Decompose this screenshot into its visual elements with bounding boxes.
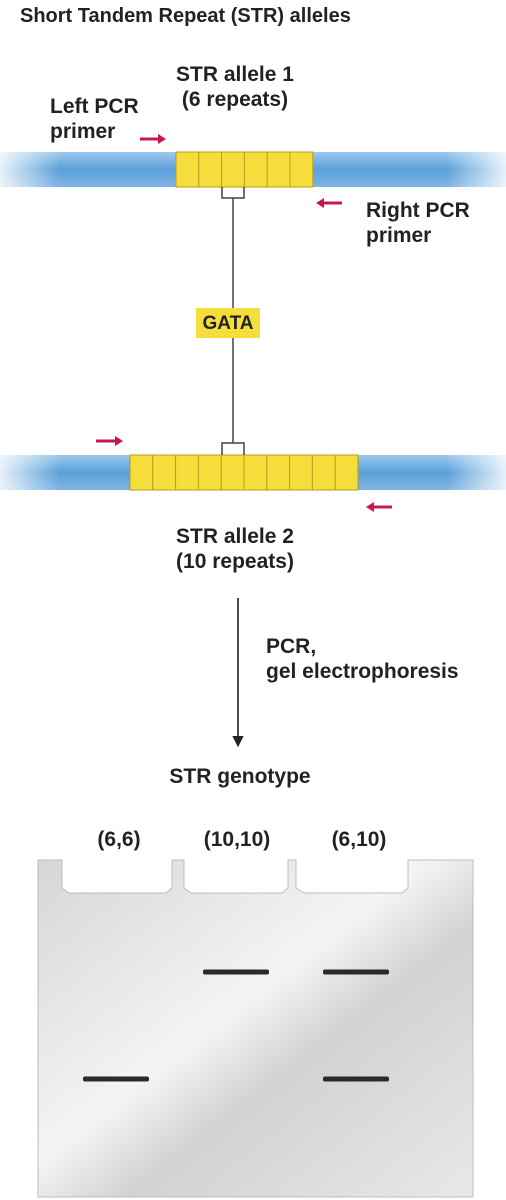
allele-2-repeat-unit-1: [129, 454, 154, 491]
allele-2-label: STR allele 2 (10 repeats): [140, 524, 330, 574]
repeat-block-allele-1: [175, 151, 314, 188]
lane-label-1: (6,6): [97, 828, 141, 851]
gel-band-lane-3-allele-6: [323, 1076, 389, 1082]
repeat-block-allele-2: [129, 454, 359, 491]
left-primer-label: Left PCR primer: [50, 94, 139, 144]
allele-1-repeat-unit-1: [175, 151, 200, 188]
right-primer-label-line2: primer: [366, 224, 432, 247]
allele-2-repeat-unit-3: [175, 454, 199, 491]
process-label-line1: PCR,: [266, 635, 317, 658]
dna-strand-2: [0, 454, 506, 491]
lane-label-2: (10,10): [203, 828, 271, 851]
left-primer-arrow-2: [96, 436, 123, 446]
process-label: PCR, gel electrophoresis: [266, 634, 459, 684]
allele-1-label: STR allele 1 (6 repeats): [140, 62, 330, 112]
left-primer-label-line1: Left PCR: [50, 95, 139, 118]
allele-1-name: STR allele 1: [176, 63, 294, 86]
right-primer-label-line1: Right PCR: [366, 199, 470, 222]
right-primer-arrow-1: [316, 198, 342, 208]
allele-1-repeat-unit-3: [221, 151, 245, 188]
allele-2-repeats: (10 repeats): [176, 550, 294, 573]
allele-1-repeat-unit-4: [243, 151, 268, 188]
allele-2-repeat-unit-8: [289, 454, 313, 491]
gel-slab: [37, 859, 474, 1198]
allele-2-repeat-unit-4: [197, 454, 222, 491]
allele-1-repeats: (6 repeats): [181, 88, 289, 111]
bracket-top: [221, 187, 245, 199]
gel-band-lane-3-allele-10: [323, 969, 389, 975]
allele-2-repeat-unit-7: [266, 454, 291, 491]
bracket-bottom: [221, 442, 245, 455]
allele-1-repeat-unit-2: [198, 151, 223, 188]
allele-2-repeat-unit-5: [220, 454, 245, 491]
gel-band-lane-2-allele-10: [203, 969, 269, 975]
process-label-line2: gel electrophoresis: [266, 660, 459, 683]
diagram-title: Short Tandem Repeat (STR) alleles: [20, 5, 351, 27]
repeat-unit-label: GATA: [202, 313, 254, 334]
allele-2-repeat-unit-10: [334, 454, 359, 491]
allele-2-repeat-unit-2: [152, 454, 177, 491]
allele-1-repeat-unit-6: [289, 151, 314, 188]
genotype-heading: STR genotype: [169, 765, 311, 788]
gel: [37, 859, 474, 1198]
gel-band-lane-1-allele-6: [83, 1076, 149, 1082]
left-primer-label-line2: primer: [50, 120, 116, 143]
allele-2-name: STR allele 2: [176, 525, 294, 548]
allele-2-repeat-unit-6: [243, 454, 268, 491]
right-primer-arrow-2: [366, 502, 392, 512]
dna-strand-1: [0, 151, 506, 188]
allele-1-repeat-unit-5: [266, 151, 291, 188]
gata-box: [196, 308, 260, 338]
allele-2-repeat-unit-9: [311, 454, 336, 491]
left-primer-arrow-1: [140, 134, 166, 144]
right-primer-label: Right PCR primer: [366, 198, 470, 248]
lane-label-3: (6,10): [331, 828, 387, 851]
